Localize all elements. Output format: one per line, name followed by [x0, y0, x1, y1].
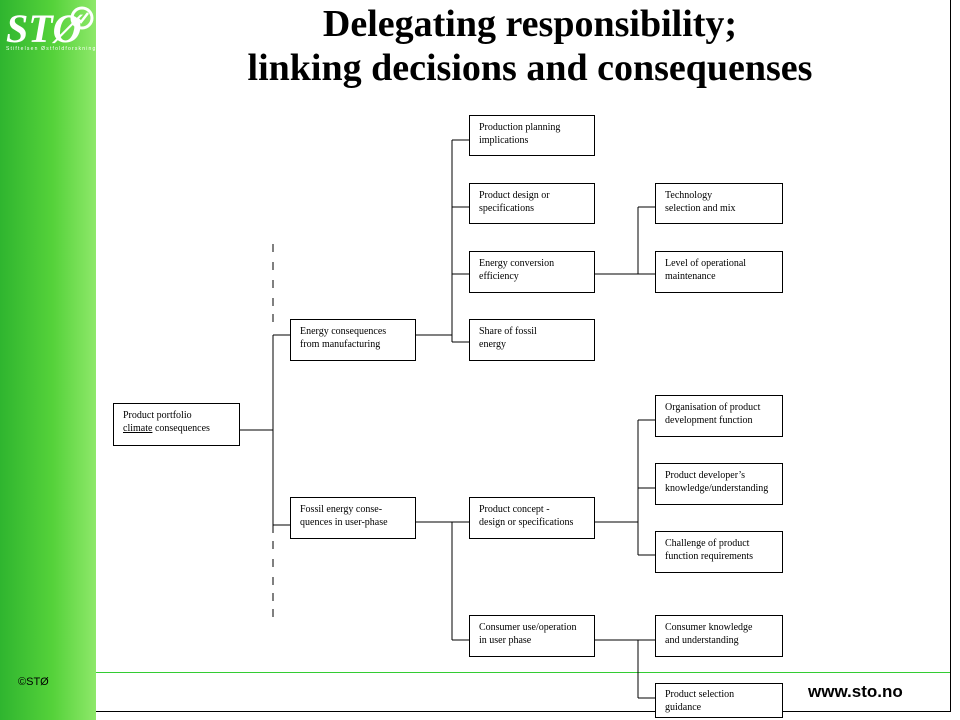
- product-concept-line-2: design or specifications: [479, 517, 574, 528]
- function-requirements-line-2: function requirements: [665, 551, 754, 562]
- title-line-1: Delegating responsibility;: [322, 3, 738, 45]
- fossil-user-phase-line-1: Fossil energy conse-: [300, 504, 383, 515]
- consumer-knowledge-line-2: and understanding: [665, 635, 739, 646]
- developer-knowledge-line-2: knowledge/understanding: [665, 483, 769, 494]
- sto-logo-icon: STØ: [6, 6, 94, 51]
- fossil-user-phase-line-2: quences in user-phase: [300, 517, 388, 528]
- svg-text:STØ: STØ: [6, 6, 84, 51]
- energy-conversion-box: Energy conversion efficiency: [469, 251, 595, 293]
- selection-guidance-line-2: guidance: [665, 702, 702, 713]
- consumer-use-line-1: Consumer use/operation: [479, 622, 577, 633]
- product-design-line-2: specifications: [479, 203, 534, 214]
- operational-maintenance-line-1: Level of operational: [665, 258, 747, 269]
- frame-bottom-border: [96, 711, 951, 712]
- function-requirements-line-1: Challenge of product: [665, 538, 750, 549]
- technology-selection-box: Technology selection and mix: [655, 183, 783, 224]
- energy-manufacturing-line-2: from manufacturing: [300, 339, 381, 350]
- production-planning-line-2: implications: [479, 135, 529, 146]
- root-line-2-rest: consequences: [152, 423, 210, 434]
- developer-knowledge-line-1: Product developer’s: [665, 470, 746, 481]
- consumer-knowledge-box: Consumer knowledge and understanding: [655, 615, 783, 657]
- energy-conversion-line-2: efficiency: [479, 271, 519, 282]
- green-sidebar: STØ Stiftelsen Østfoldforskning ©STØ: [0, 0, 96, 720]
- product-design-line-1: Product design or: [479, 190, 550, 201]
- share-fossil-box: Share of fossil energy: [469, 319, 595, 361]
- energy-conversion-line-1: Energy conversion: [479, 258, 555, 269]
- org-product-dev-box: Organisation of product development func…: [655, 395, 783, 437]
- product-concept-box: Product concept - design or specificatio…: [469, 497, 595, 539]
- org-product-dev-line-2: development function: [665, 415, 753, 426]
- product-concept-line-1: Product concept -: [479, 504, 550, 515]
- consumer-use-box: Consumer use/operation in user phase: [469, 615, 595, 657]
- function-requirements-box: Challenge of product function requiremen…: [655, 531, 783, 573]
- title-line-2: linking decisions and consequenses: [247, 47, 813, 89]
- consumer-knowledge-line-1: Consumer knowledge: [665, 622, 753, 633]
- root-underlined-word: climate: [123, 423, 153, 434]
- frame-right-border: [950, 0, 951, 712]
- operational-maintenance-line-2: maintenance: [665, 271, 716, 282]
- selection-guidance-box: Product selection guidance: [655, 683, 783, 718]
- production-planning-line-1: Production planning: [479, 122, 561, 133]
- logo-subtitle: Stiftelsen Østfoldforskning: [6, 46, 97, 52]
- energy-manufacturing-line-1: Energy consequences: [300, 326, 387, 337]
- page-title: Delegating responsibility; linking decis…: [110, 2, 950, 90]
- footer-divider: [96, 672, 950, 673]
- technology-selection-line-1: Technology: [665, 190, 713, 201]
- share-fossil-line-2: energy: [479, 339, 507, 350]
- root-product-portfolio-box: Product portfolio climate consequences: [113, 403, 240, 446]
- energy-manufacturing-box: Energy consequences from manufacturing: [290, 319, 416, 361]
- consumer-use-line-2: in user phase: [479, 635, 532, 646]
- org-product-dev-line-1: Organisation of product: [665, 402, 761, 413]
- operational-maintenance-box: Level of operational maintenance: [655, 251, 783, 293]
- developer-knowledge-box: Product developer’s knowledge/understand…: [655, 463, 783, 505]
- fossil-user-phase-box: Fossil energy conse- quences in user-pha…: [290, 497, 416, 539]
- root-line-1: Product portfolio: [123, 410, 192, 421]
- technology-selection-line-2: selection and mix: [665, 203, 736, 214]
- copyright-notice: ©STØ: [18, 676, 49, 688]
- production-planning-box: Production planning implications: [469, 115, 595, 156]
- product-design-box: Product design or specifications: [469, 183, 595, 224]
- website-url: www.sto.no: [808, 682, 903, 701]
- share-fossil-line-1: Share of fossil: [479, 326, 537, 337]
- selection-guidance-line-1: Product selection: [665, 689, 735, 700]
- root-line-2: climate consequences: [123, 422, 239, 435]
